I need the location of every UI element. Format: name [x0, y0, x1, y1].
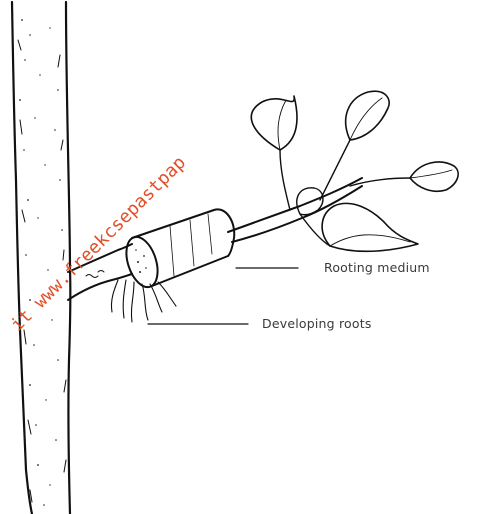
watermark-text: it www.freekcsepastpap: [7, 152, 190, 335]
leaf-4: [322, 203, 418, 251]
leaf-2: [346, 91, 389, 140]
rooting-medium-wrap: [121, 209, 235, 291]
tree-trunk: [12, 2, 70, 514]
leaf-1: [251, 96, 297, 150]
developing-roots-label: Developing roots: [262, 316, 372, 331]
trunk-texture: [19, 19, 63, 506]
medium-texture: [135, 249, 147, 273]
leaves: [251, 91, 458, 251]
rooting-medium-label: Rooting medium: [324, 260, 430, 275]
